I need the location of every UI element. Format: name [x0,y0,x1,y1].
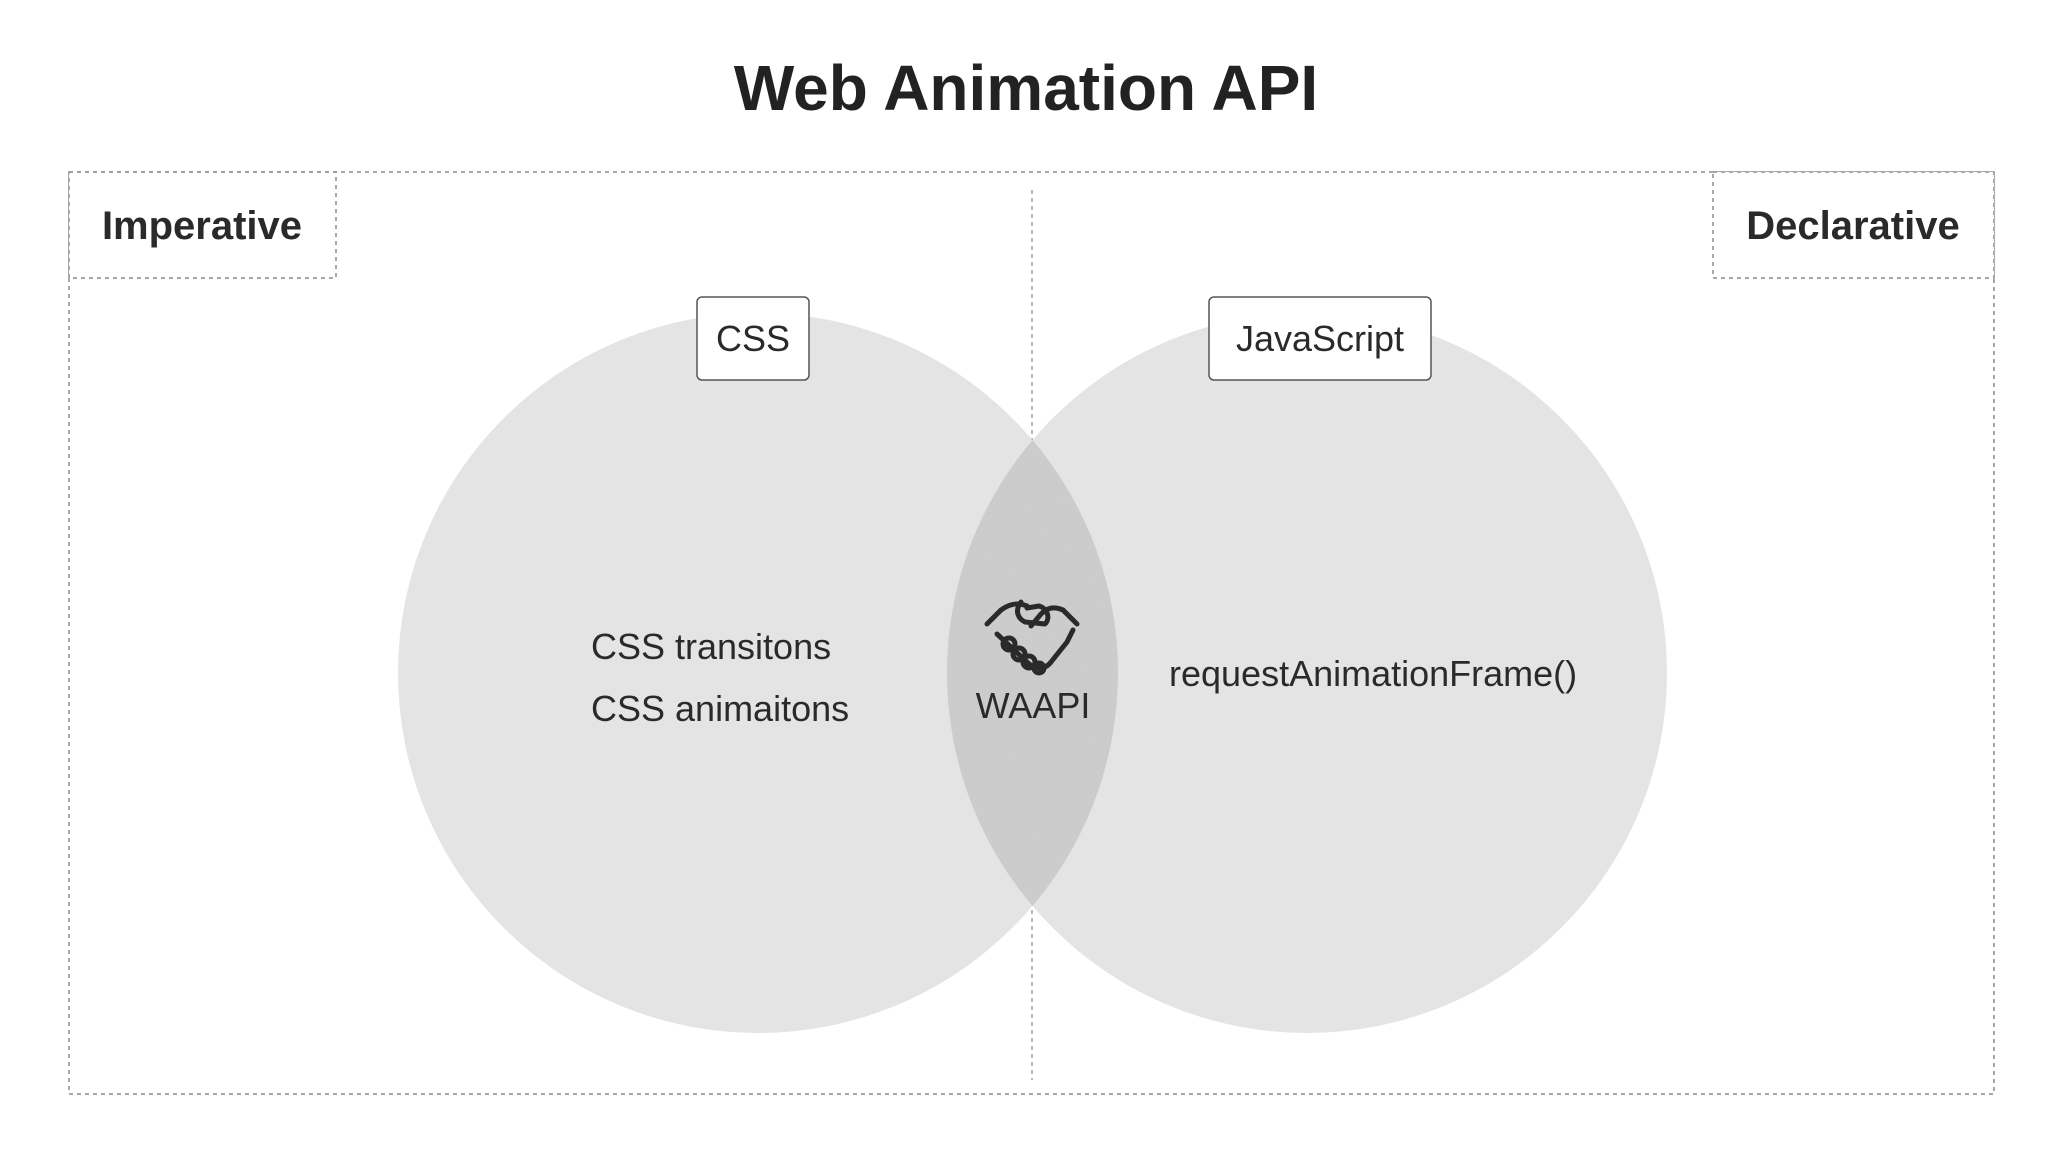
waapi-label: WAAPI [976,685,1091,726]
javascript-item: requestAnimationFrame() [1169,653,1577,694]
css-label-box [696,296,810,381]
diagram-title: Web Animation API [734,52,1318,124]
javascript-label: JavaScript [1236,318,1404,359]
css-circle [398,313,1118,1033]
javascript-circle [947,313,1667,1033]
javascript-label-box [1208,296,1432,381]
imperative-label: Imperative [102,204,302,248]
declarative-label: Declarative [1746,204,1959,248]
handshake-icon [984,599,1080,676]
declarative-label-box [1712,171,1995,279]
css-item: CSS animaitons [591,688,849,729]
outer-frame [68,171,1995,1095]
css-item: CSS transitons [591,626,831,667]
imperative-label-box [68,171,337,279]
css-label: CSS [716,318,790,359]
